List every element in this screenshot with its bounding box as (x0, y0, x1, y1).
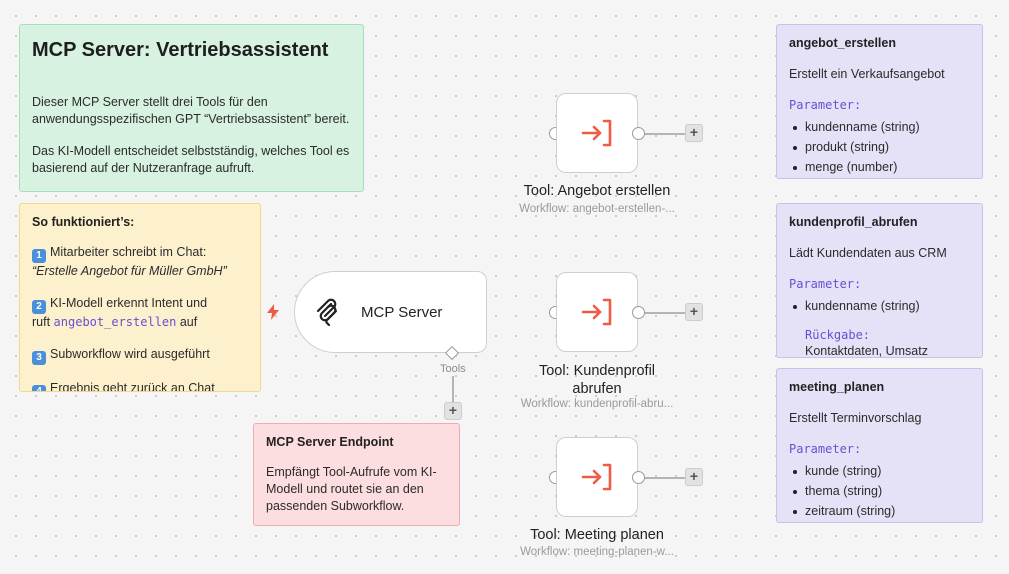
node-title: Tool: Angebot erstellen (523, 183, 671, 199)
add-node-button[interactable]: + (685, 124, 703, 142)
tool-node-kundenprofil[interactable] (556, 272, 638, 352)
tools-label: Tools (440, 363, 466, 375)
note-text: Empfängt Tool-Aufrufe vom KI-Modell und … (266, 464, 437, 513)
tool-code: angebot_erstellen (53, 314, 177, 329)
add-node-button[interactable]: + (685, 303, 703, 321)
tool-node-meeting[interactable] (556, 437, 638, 517)
output-port[interactable] (632, 127, 645, 140)
note-desc: Lädt Kundendaten aus CRM (789, 245, 947, 260)
note-title: So funktioniert’s: (32, 215, 135, 229)
execute-workflow-icon (581, 463, 612, 491)
mcp-icon (314, 296, 346, 328)
node-subtitle: Workflow: meeting-planen-w... (520, 546, 674, 558)
note-desc: Erstellt Terminvorschlag (789, 410, 922, 425)
node-title: Tool: Meeting planen (530, 527, 664, 543)
param-item: thema (string) (789, 483, 970, 500)
param-heading: Parameter: (789, 441, 862, 456)
step-2-cont: ruft angebot_erstellen auf (32, 314, 198, 329)
node-title: Tool: Kundenprofil abrufen (538, 363, 656, 398)
node-label: MCP Server (361, 303, 443, 321)
param-item: zeitraum (string) (789, 503, 970, 520)
param-heading: Parameter: (789, 276, 862, 291)
note-text: Dieser MCP Server stellt drei Tools für … (32, 95, 350, 126)
add-node-button[interactable]: + (685, 468, 703, 486)
note-title: angebot_erstellen (789, 36, 896, 50)
note-title: meeting_planen (789, 380, 885, 394)
output-port[interactable] (632, 306, 645, 319)
param-item: produkt (string) (789, 139, 970, 156)
sticky-note-endpoint[interactable]: MCP Server Endpoint Empfängt Tool-Aufruf… (253, 423, 460, 526)
number-3-icon: 3 (32, 350, 46, 365)
connector-line (645, 133, 685, 135)
number-4-icon: 4 (32, 384, 46, 391)
sticky-note-tool-angebot[interactable]: angebot_erstellen Erstellt ein Verkaufsa… (776, 24, 983, 179)
node-subtitle: Workflow: kundenprofil-abru... (520, 398, 674, 410)
param-item: menge (number) (789, 159, 970, 176)
return-heading: Rückgabe: (805, 327, 871, 342)
sticky-note-intro[interactable]: MCP Server: Vertriebsassistent Dieser MC… (19, 24, 364, 192)
number-1-icon: 1 (32, 248, 46, 263)
tool-node-angebot[interactable] (556, 93, 638, 173)
param-list: kunde (string) thema (string) zeitraum (… (789, 463, 970, 520)
note-title: kundenprofil_abrufen (789, 215, 918, 229)
connector-line (645, 477, 685, 479)
sticky-note-tool-kundenprofil[interactable]: kundenprofil_abrufen Lädt Kundendaten au… (776, 203, 983, 358)
trigger-bolt-icon (267, 304, 279, 320)
connector-line (452, 376, 454, 402)
note-title: MCP Server Endpoint (266, 435, 394, 449)
note-text: Das KI-Modell entscheidet selbstständig,… (32, 143, 350, 175)
note-title: MCP Server: Vertriebsassistent (32, 39, 329, 61)
add-tool-button[interactable]: + (444, 402, 462, 420)
connector-line (645, 312, 685, 314)
param-item: kunde (string) (789, 463, 970, 480)
output-port[interactable] (632, 471, 645, 484)
param-list: kundenname (string) produkt (string) men… (789, 119, 970, 176)
number-2-icon: 2 (32, 299, 46, 314)
node-subtitle: Workflow: angebot-erstellen-... (519, 203, 675, 215)
execute-workflow-icon (581, 298, 612, 326)
step-1-quote: “Erstelle Angebot für Müller GmbH” (32, 263, 227, 278)
note-desc: Erstellt ein Verkaufsangebot (789, 66, 945, 81)
param-item: kundenname (string) (789, 119, 970, 136)
mcp-server-node[interactable]: MCP Server (294, 271, 487, 353)
param-item: kundenname (string) (789, 298, 970, 315)
param-heading: Parameter: (789, 97, 862, 112)
return-value: Kontaktdaten, Umsatz (805, 344, 928, 358)
execute-workflow-icon (581, 119, 612, 147)
sticky-note-tool-meeting[interactable]: meeting_planen Erstellt Terminvorschlag … (776, 368, 983, 523)
param-list: kundenname (string) (789, 298, 970, 315)
